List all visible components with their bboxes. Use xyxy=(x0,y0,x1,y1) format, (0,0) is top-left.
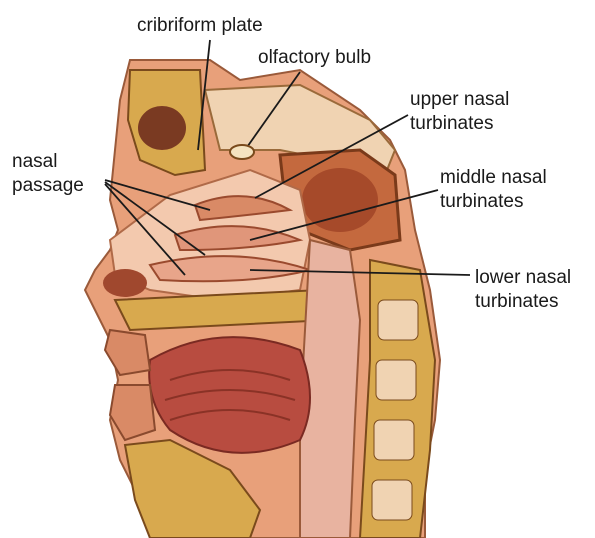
upper-lip xyxy=(105,330,150,375)
label-nasal-passage: nasal passage xyxy=(12,150,84,198)
label-middle-nasal-turbinates: middle nasal turbinates xyxy=(440,166,547,214)
frontal-sinus-cavity xyxy=(138,106,186,150)
label-cribriform-plate: cribriform plate xyxy=(137,14,263,38)
vertebra-2 xyxy=(376,360,416,400)
label-nasal-line-1: nasal xyxy=(12,150,84,174)
vertebra-4 xyxy=(372,480,412,520)
label-lower-line-1: lower nasal xyxy=(475,266,571,290)
label-lower-nasal-turbinates: lower nasal turbinates xyxy=(475,266,571,314)
label-upper-line-2: turbinates xyxy=(410,112,509,136)
label-nasal-line-2: passage xyxy=(12,174,84,198)
label-upper-line-1: upper nasal xyxy=(410,88,509,112)
label-upper-nasal-turbinates: upper nasal turbinates xyxy=(410,88,509,136)
nostril xyxy=(103,269,147,297)
label-middle-line-2: turbinates xyxy=(440,190,547,214)
vertebra-1 xyxy=(378,300,418,340)
olfactory-bulb-shape xyxy=(230,145,254,159)
label-olfactory-bulb-text: olfactory bulb xyxy=(258,46,371,70)
label-cribriform-plate-text: cribriform plate xyxy=(137,14,263,38)
label-middle-line-1: middle nasal xyxy=(440,166,547,190)
label-lower-line-2: turbinates xyxy=(475,290,571,314)
label-olfactory-bulb: olfactory bulb xyxy=(258,46,371,70)
vertebra-3 xyxy=(374,420,414,460)
